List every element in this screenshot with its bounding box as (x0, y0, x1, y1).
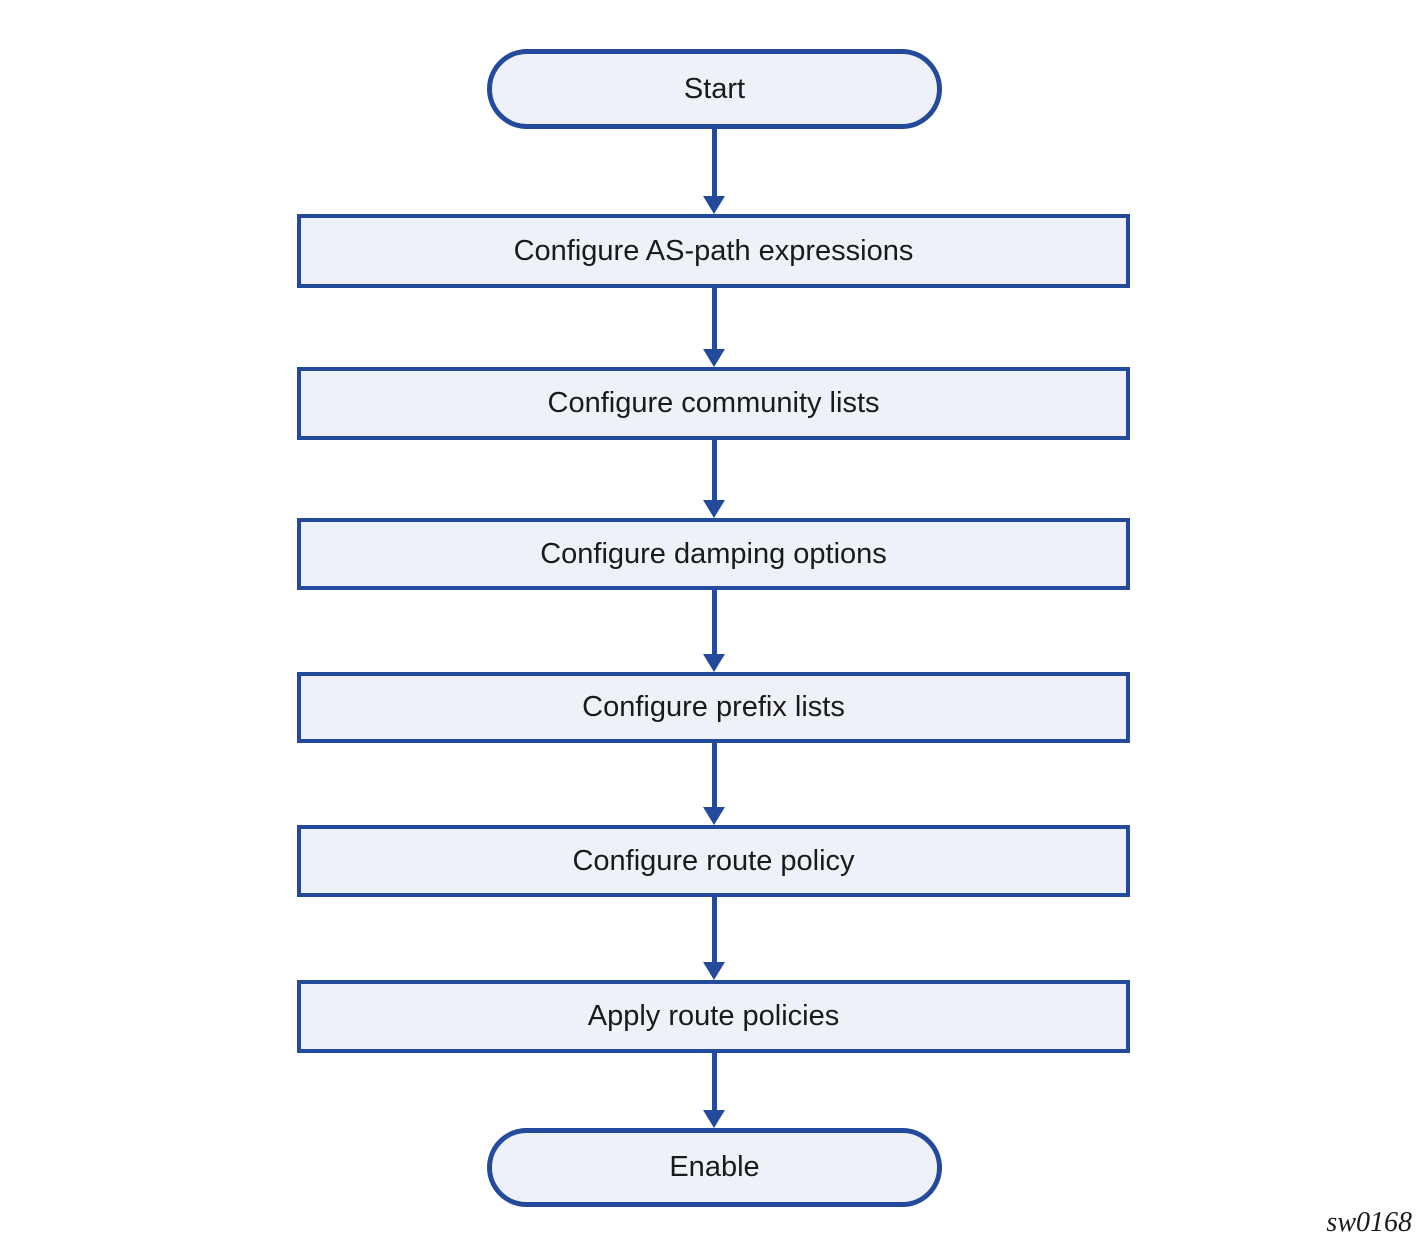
flow-node-label: Configure damping options (540, 537, 887, 570)
flow-arrow (703, 897, 725, 980)
arrow-head-icon (703, 962, 725, 980)
arrow-line (711, 743, 717, 807)
flow-arrow (703, 590, 725, 672)
arrow-head-icon (703, 807, 725, 825)
arrow-head-icon (703, 500, 725, 518)
flow-arrow (703, 1053, 725, 1128)
flow-node-label: Start (683, 72, 746, 105)
arrow-line (711, 590, 717, 654)
flow-node-start: Start (487, 49, 942, 129)
flow-arrow (703, 288, 725, 367)
arrow-line (711, 1053, 717, 1110)
arrow-line (711, 129, 717, 196)
arrow-head-icon (703, 196, 725, 214)
flow-node-configure-prefix-lists: Configure prefix lists (297, 672, 1130, 743)
flow-node-label: Configure route policy (572, 844, 855, 877)
flow-node-configure-route-policy: Configure route policy (297, 825, 1130, 897)
flow-node-label: Configure AS-path expressions (513, 234, 914, 267)
flow-node-enable: Enable (487, 1128, 942, 1207)
flow-node-configure-damping-options: Configure damping options (297, 518, 1130, 590)
arrow-line (711, 288, 717, 349)
flow-node-configure-as-path-expressions: Configure AS-path expressions (297, 214, 1130, 288)
flow-node-label: Configure prefix lists (582, 691, 845, 723)
flow-node-label: Apply route policies (587, 1000, 840, 1032)
flow-node-configure-community-lists: Configure community lists (297, 367, 1130, 440)
flow-arrow (703, 440, 725, 518)
flow-arrow (703, 743, 725, 825)
figure-id-label: sw0168 (1326, 1207, 1412, 1238)
flow-arrow (703, 129, 725, 214)
flow-node-label: Configure community lists (547, 387, 880, 419)
arrow-line (711, 440, 717, 500)
flow-node-apply-route-policies: Apply route policies (297, 980, 1130, 1053)
arrow-head-icon (703, 349, 725, 367)
arrow-head-icon (703, 1110, 725, 1128)
arrow-head-icon (703, 654, 725, 672)
flow-node-label: Enable (669, 1151, 760, 1183)
arrow-line (711, 897, 717, 962)
